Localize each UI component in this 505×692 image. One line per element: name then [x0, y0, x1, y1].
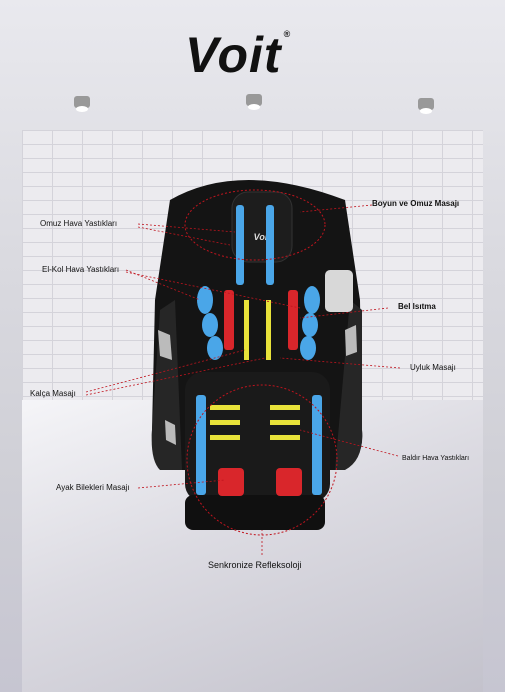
callout-bel: Bel Isıtma — [398, 302, 436, 311]
ceiling-spotlight-icon — [418, 98, 434, 114]
callout-lines — [85, 204, 401, 555]
callout-kalca: Kalça Masajı — [30, 389, 76, 398]
ceiling-spotlight-icon — [246, 94, 262, 110]
callout-refleks: Senkronize Refleksoloji — [208, 560, 302, 570]
headrest-logo: Voit — [254, 232, 272, 242]
callout-elkol: El-Kol Hava Yastıkları — [42, 265, 120, 274]
ceiling-spotlight-icon — [74, 96, 90, 112]
chair-body: Voit — [151, 180, 363, 530]
back-heating — [224, 290, 298, 360]
back-airbags — [197, 205, 320, 360]
callout-ayak: Ayak Bilekleri Masajı — [56, 483, 130, 492]
callout-uyluk: Uyluk Masajı — [410, 363, 456, 372]
callout-baldir: Baldır Hava Yastıkları — [402, 455, 470, 462]
callout-boyun: Boyun ve Omuz Masajı — [372, 199, 460, 208]
brand-logo: Voit® — [185, 27, 292, 83]
callout-omuz: Omuz Hava Yastıkları — [40, 219, 118, 228]
